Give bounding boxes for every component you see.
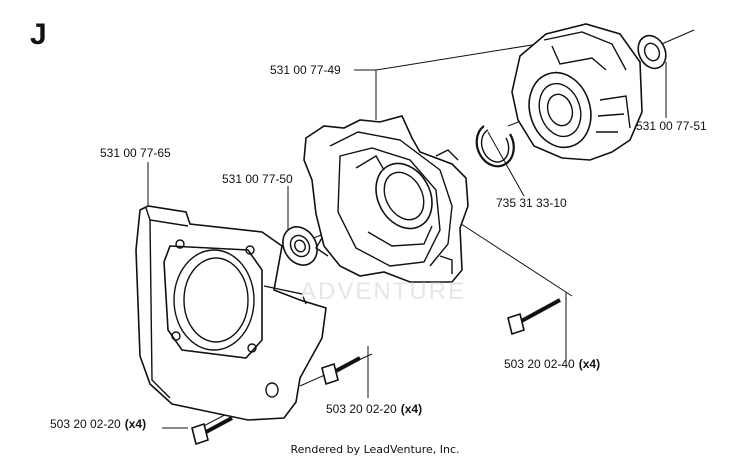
section-letter: J [30, 18, 47, 51]
long-screw-part [507, 298, 561, 336]
part-number-503-20-02-20-bottom[interactable]: 503 20 02-20(x4) [50, 417, 146, 431]
ball-bearing-part [282, 226, 318, 266]
part-number-text: 531 00 77-49 [270, 63, 341, 77]
part-number-text: 531 00 77-50 [222, 172, 293, 186]
part-number-text: 531 00 77-51 [636, 119, 707, 133]
part-number-text: 503 20 02-20 [50, 417, 121, 431]
part-number-text: 735 31 33-10 [496, 196, 567, 210]
fan-housing-part [135, 205, 327, 421]
part-number-531-00-77-65[interactable]: 531 00 77-65 [100, 146, 171, 160]
part-number-531-00-77-51[interactable]: 531 00 77-51 [636, 119, 707, 133]
circlip-part [475, 125, 515, 168]
seal-ring-part [637, 34, 667, 70]
short-screw-center-part [321, 356, 361, 386]
part-number-503-20-02-20-center[interactable]: 503 20 02-20(x4) [326, 402, 422, 416]
crankcase-half-right-part [511, 23, 643, 161]
part-number-531-00-77-50[interactable]: 531 00 77-50 [222, 172, 293, 186]
part-number-503-20-02-40[interactable]: 503 20 02-40(x4) [504, 357, 600, 371]
part-number-text: 531 00 77-65 [100, 146, 171, 160]
quantity-label: (x4) [578, 357, 601, 371]
part-number-text: 503 20 02-20 [326, 402, 397, 416]
quantity-label: (x4) [400, 402, 423, 416]
crankcase-half-center-part [303, 115, 469, 283]
part-number-531-00-77-49[interactable]: 531 00 77-49 [270, 63, 341, 77]
quantity-label: (x4) [124, 417, 147, 431]
short-screw-bottom-part [191, 416, 233, 446]
part-number-text: 503 20 02-40 [504, 357, 575, 371]
footer-credit: Rendered by LeadVenture, Inc. [290, 443, 460, 456]
watermark: ADVENTURE [300, 278, 467, 305]
part-number-735-31-33-10[interactable]: 735 31 33-10 [496, 196, 567, 210]
